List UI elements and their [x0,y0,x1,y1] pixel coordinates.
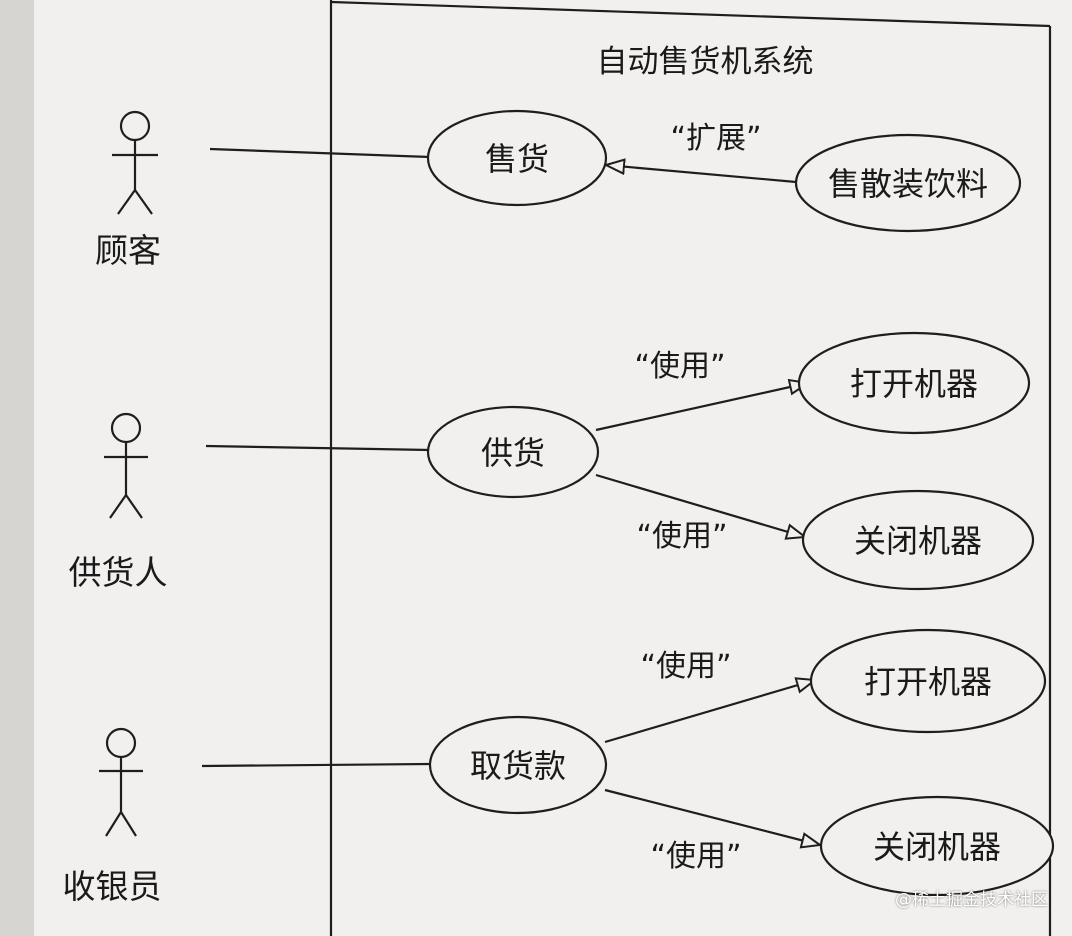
system-title: 自动售货机系统 [597,44,814,80]
use-stereotype-collect-open: “使用” [640,649,731,684]
association-customer-sell [209,147,431,159]
use-case-label-collect-open: 打开机器 [864,663,992,701]
actor-label-cashier: 收银员 [63,867,162,906]
boundary-top-edge [330,0,1051,28]
use-arrow-supply-open [595,383,808,432]
use-case-supply-close-machine: 关闭机器 [801,489,1035,591]
use-case-label-supply-open: 打开机器 [850,365,978,403]
use-case-supply: 供货 [426,405,600,499]
actor-supplier: 供货人 [69,412,168,592]
use-case-label-sell: 售货 [485,140,549,178]
use-case-sell: 售货 [426,109,608,207]
use-arrow-supply-close [595,473,805,537]
use-arrow-collect-close [604,788,820,845]
system-boundary [329,0,1052,936]
extend-stereotype: “扩展” [670,121,761,156]
use-case-label-collect-close: 关闭机器 [873,828,1001,866]
stick-figure-icon [104,412,148,519]
stick-figure-icon [99,727,143,837]
use-case-label-collect-money: 取货款 [470,747,566,785]
use-stereotype-supply-close: “使用” [636,519,727,554]
use-stereotype-collect-close: “使用” [650,839,741,874]
use-case-collect-money: 取货款 [428,715,608,815]
use-arrow-collect-open [604,680,815,744]
use-case-collect-close-machine: 关闭机器 [819,795,1055,897]
use-case-supply-open-machine: 打开机器 [797,331,1031,435]
actor-customer: 顾客 [95,110,161,270]
use-case-label-supply: 供货 [481,434,545,472]
extend-arrow [606,165,797,184]
association-supplier-supply [205,444,431,452]
use-case-label-supply-close: 关闭机器 [854,522,982,560]
page-edge-shadow [0,0,34,936]
actor-label-customer: 顾客 [95,231,161,270]
stick-figure-icon [112,110,158,215]
use-case-sell-bulk-drinks: 售散装饮料 [794,133,1022,233]
use-stereotype-supply-open: “使用” [634,349,725,384]
use-case-collect-open-machine: 打开机器 [809,628,1047,734]
actor-cashier: 收银员 [63,727,162,906]
association-cashier-collect [201,762,431,768]
use-case-label-sell-bulk-drinks: 售散装饮料 [828,165,988,203]
source-watermark: @稀土掘金技术社区 [895,890,1048,910]
actor-label-supplier: 供货人 [69,553,168,592]
